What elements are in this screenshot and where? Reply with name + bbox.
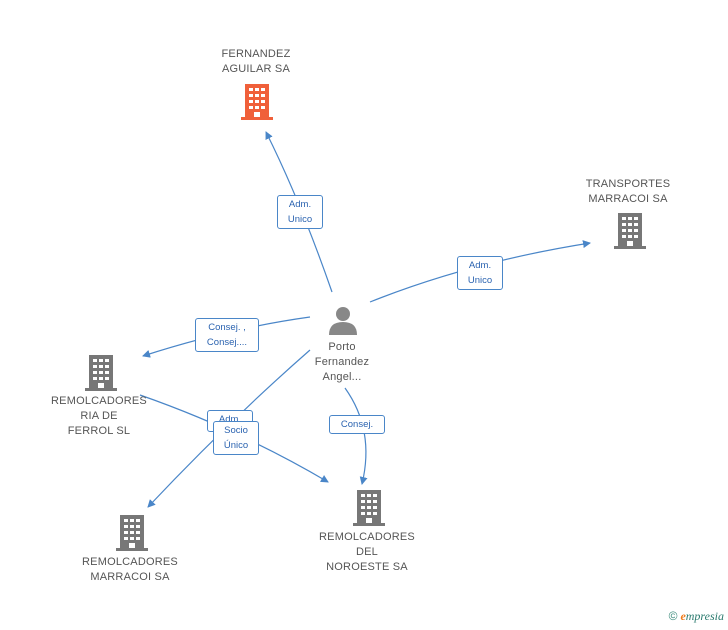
edge-label-adm-unico-transportes[interactable]: Adm. Unico [457,256,503,290]
building-icon-noroeste[interactable] [353,490,385,526]
edge-label-line: Consej. , [208,322,246,333]
edge-label-consej-consej[interactable]: Consej. , Consej.... [195,318,259,352]
brand-e-logo: e [680,609,686,623]
label-line: NOROESTE SA [326,561,408,573]
brand-name: mpresia [685,609,724,623]
edge-label-line: Adm. [218,414,242,425]
label-line: TRANSPORTES [585,178,671,190]
label-line: Porto [328,341,356,353]
label-line: DEL [356,546,378,558]
label-line: MARRACOI SA [90,571,170,583]
node-label-transportes[interactable]: TRANSPORTES MARRACOI SA [568,177,688,207]
node-label-ria-ferrol[interactable]: REMOLCADORES RIA DE FERROL SL [39,394,159,439]
node-label-fernandez-aguilar[interactable]: FERNANDEZ AGUILAR SA [196,47,316,77]
edge-label-line: Adm. [468,260,492,271]
label-line: REMOLCADORES [82,556,178,568]
edge-label-line: Adm. [288,199,312,210]
label-line: RIA DE [80,410,118,422]
label-line: Angel... [322,371,362,383]
label-line: AGUILAR SA [221,63,291,75]
edge-label-adm-unico-fernandez[interactable]: Adm. Unico [277,195,323,229]
building-icon-fernandez-aguilar[interactable] [241,84,273,120]
label-line: REMOLCADORES [319,531,415,543]
node-label-noroeste[interactable]: REMOLCADORES DEL NOROESTE SA [307,530,427,575]
label-line: FERNANDEZ [221,48,291,60]
node-label-person[interactable]: Porto Fernandez Angel... [302,340,382,385]
building-icon-transportes[interactable] [614,213,646,249]
building-icon-marracoi[interactable] [116,515,148,551]
edge-label-socio-unico[interactable]: Socio Único [213,421,259,455]
node-label-marracoi[interactable]: REMOLCADORES MARRACOI SA [70,555,190,585]
edge-label-line: Consej.... [206,337,248,348]
person-icon[interactable] [327,305,359,335]
building-icon-ria-ferrol[interactable] [85,355,117,391]
brand-footer[interactable]: ©empresia [669,609,724,624]
label-line: FERROL SL [67,425,131,437]
edge-label-line: Socio [224,425,248,436]
edge-label-line: Único [223,440,249,451]
edge-label-line: Consej. [340,419,374,430]
edge-label-consej[interactable]: Consej. [329,415,385,434]
copyright-icon: © [668,609,678,623]
label-line: REMOLCADORES [51,395,147,407]
label-line: MARRACOI SA [588,193,668,205]
label-line: Fernandez [314,356,370,368]
edge-label-line: Unico [467,275,493,286]
edge-label-line: Unico [287,214,313,225]
edge-person-noroeste [344,387,368,485]
